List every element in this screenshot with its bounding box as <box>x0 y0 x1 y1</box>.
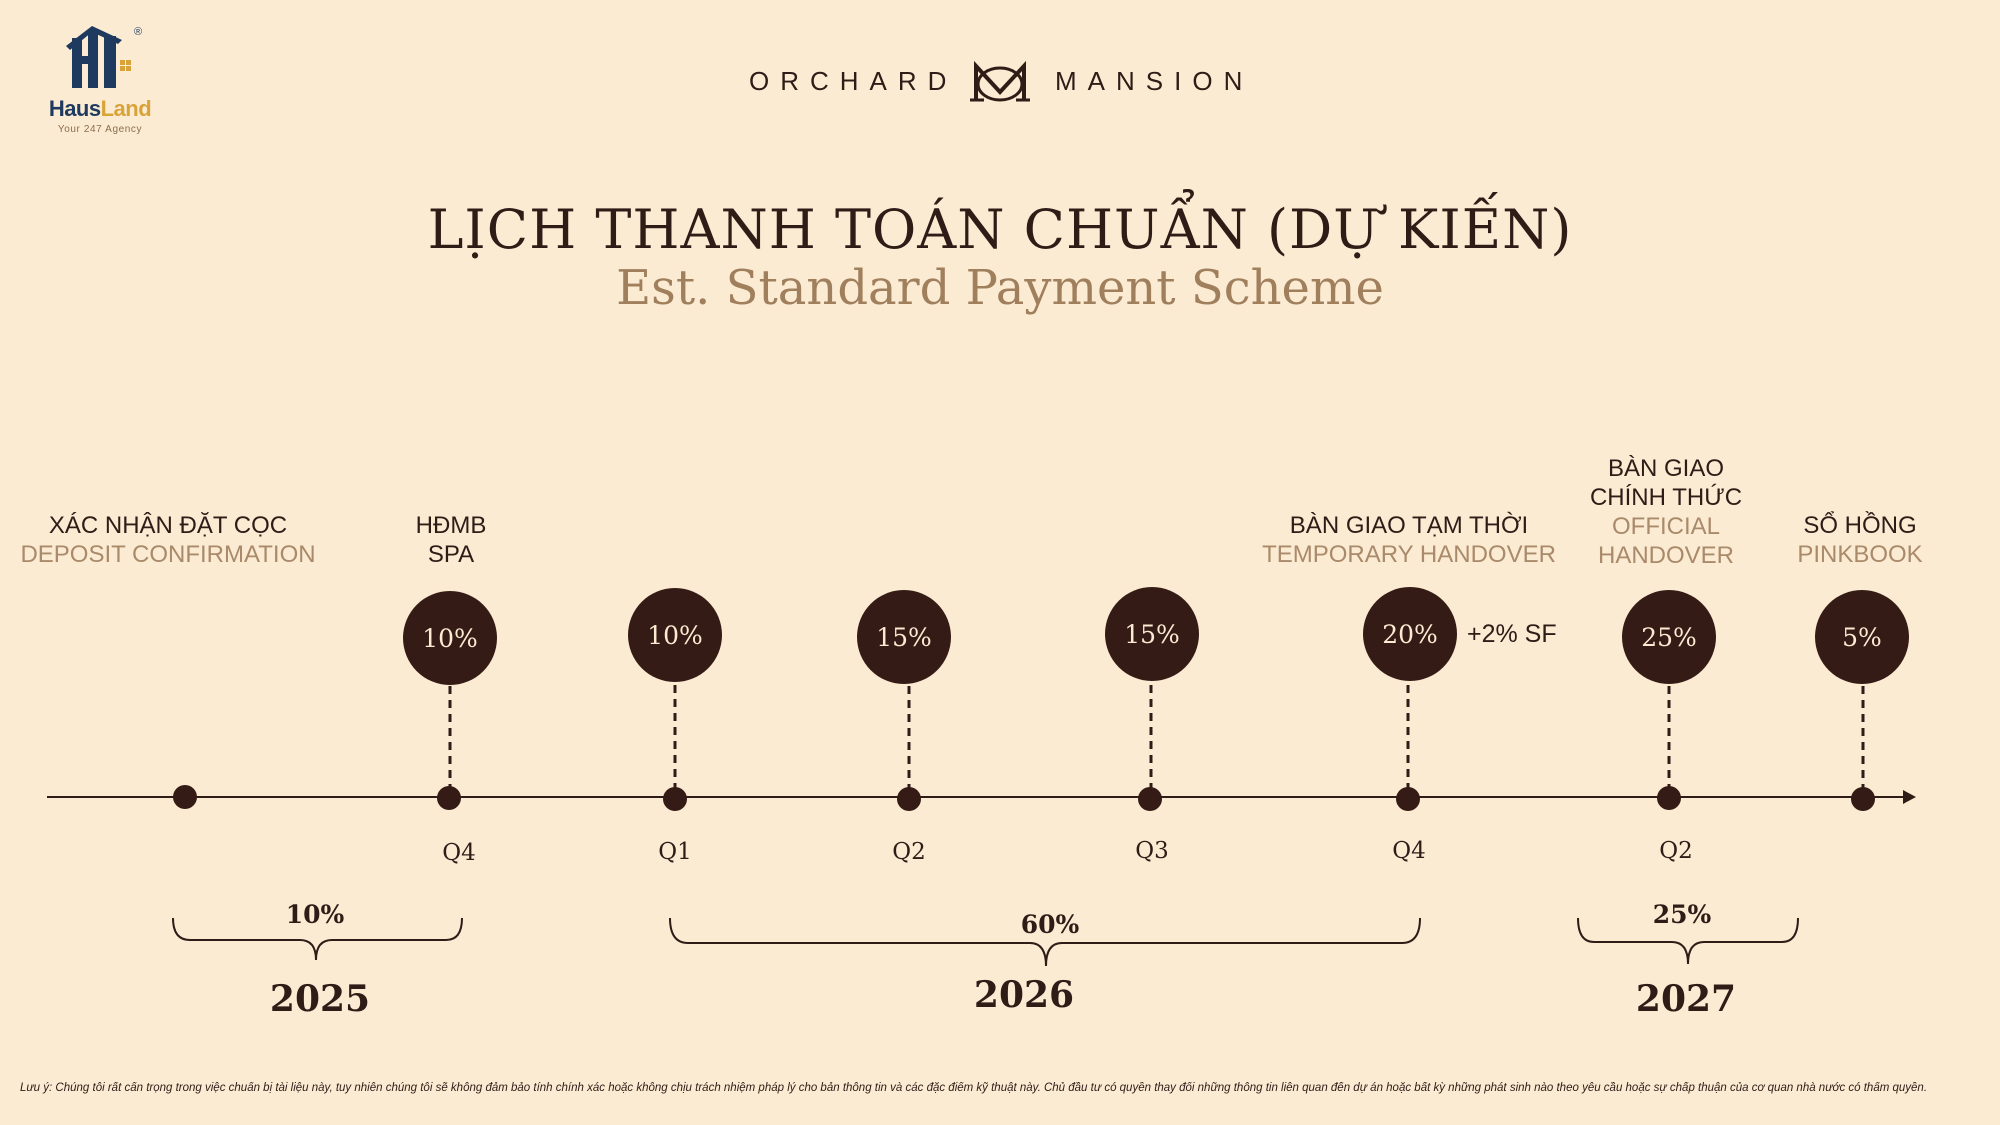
year-label-2025: 2025 <box>269 978 371 1020</box>
om-monogram-icon <box>970 58 1030 110</box>
brace-2027 <box>1577 917 1799 965</box>
brand-name-left: ORCHARD <box>749 66 958 96</box>
logo-tagline: Your 247 Agency <box>57 124 143 135</box>
label-official-handover: BÀN GIAO CHÍNH THỨC OFFICIAL HANDOVER <box>1589 455 1743 569</box>
timeline-arrow-icon <box>1903 790 1916 804</box>
payment-circle-pinkbook: 5% <box>1815 590 1909 684</box>
payment-circle-official-handover: 25% <box>1622 590 1716 684</box>
label-deposit: XÁC NHẬN ĐẶT CỌC DEPOSIT CONFIRMATION <box>20 512 316 568</box>
timeline-dot-deposit <box>173 785 197 809</box>
year-sum-2025: 10% <box>285 900 345 929</box>
brace-2026 <box>669 917 1421 967</box>
payment-circle-q3: 15% <box>1105 587 1199 681</box>
timeline-dot-q2 <box>897 787 921 811</box>
registered-mark: ® <box>134 26 143 38</box>
brace-2025 <box>172 917 463 961</box>
payment-circle-q2: 15% <box>857 590 951 684</box>
year-label-2026: 2026 <box>973 974 1075 1016</box>
timeline-dot-spa <box>437 786 461 810</box>
service-fee-note: +2% SF <box>1467 620 1557 648</box>
quarter-label-temp-handover: Q4 <box>1392 838 1426 864</box>
timeline-dot-pinkbook <box>1851 787 1875 811</box>
label-pinkbook: SỔ HỒNG PINKBOOK <box>1797 512 1923 568</box>
hausland-logo-mark-icon <box>66 26 131 88</box>
payment-circle-spa: 10% <box>403 591 497 685</box>
quarter-label-official-handover: Q2 <box>1659 838 1693 864</box>
quarter-label-spa: Q4 <box>442 840 476 866</box>
disclaimer-note: Lưu ý: Chúng tôi rất cẩn trọng trong việ… <box>20 1082 1928 1094</box>
quarter-label-q1: Q1 <box>658 839 692 865</box>
payment-circle-temp-handover: 20% <box>1363 587 1457 681</box>
year-label-2027: 2027 <box>1635 978 1737 1020</box>
year-sum-2027: 25% <box>1652 900 1712 929</box>
payment-circle-q1: 10% <box>628 588 722 682</box>
timeline-dot-official-handover <box>1657 786 1681 810</box>
timeline-dot-temp-handover <box>1396 787 1420 811</box>
page-subtitle: Est. Standard Payment Scheme <box>616 260 1384 316</box>
quarter-label-q3: Q3 <box>1135 838 1169 864</box>
label-temp-handover: BÀN GIAO TẠM THỜI TEMPORARY HANDOVER <box>1262 512 1556 568</box>
quarter-label-q2: Q2 <box>892 839 926 865</box>
timeline-dot-q1 <box>663 787 687 811</box>
logo-wordmark: HausLand <box>48 96 152 121</box>
brand-name-right: MANSION <box>1055 66 1254 96</box>
timeline-dot-q3 <box>1138 787 1162 811</box>
page-title: LỊCH THANH TOÁN CHUẨN (DỰ KIẾN) <box>427 198 1573 261</box>
label-spa: HĐMB SPA <box>415 512 487 568</box>
year-sum-2026: 60% <box>1020 910 1080 939</box>
hausland-logo: ® HausLand Your 247 Agency <box>38 26 168 141</box>
